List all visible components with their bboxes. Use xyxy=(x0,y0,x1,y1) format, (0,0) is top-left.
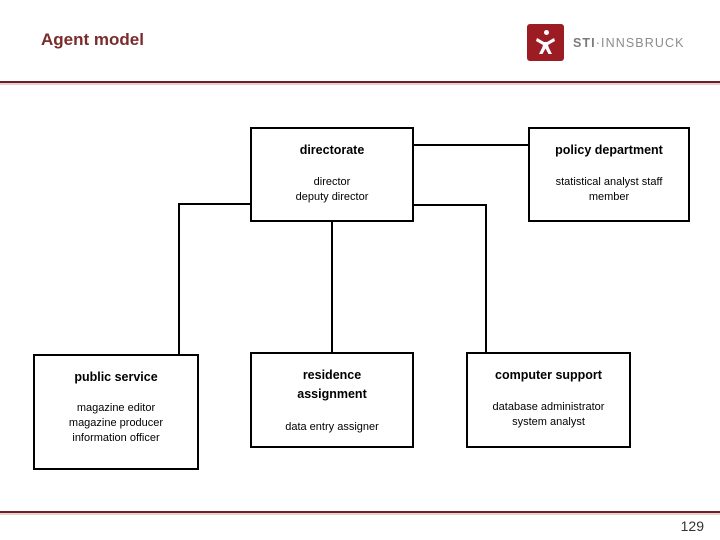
node-residence-assignment-title: residence assignment xyxy=(297,368,367,401)
figure-head-shape xyxy=(544,30,549,35)
node-directorate-roles: director deputy director xyxy=(295,176,369,203)
sti-figure-mark-icon xyxy=(527,24,564,61)
footer-divider-accent xyxy=(0,513,720,515)
header-divider-accent xyxy=(0,83,720,85)
slide-header: Agent model STI·INNSBRUCK xyxy=(0,0,720,85)
page-number: 129 xyxy=(680,518,704,534)
node-residence-assignment-roles: data entry assigner xyxy=(285,421,379,433)
header-divider-line xyxy=(0,81,720,83)
brand-wordmark-sti: STI xyxy=(573,35,596,50)
node-residence-assignment[interactable]: residence assignment data entry assigner xyxy=(250,352,414,448)
page-title: Agent model xyxy=(41,30,144,49)
node-public-service-roles: magazine editor magazine producer inform… xyxy=(68,402,164,444)
node-public-service[interactable]: public service magazine editor magazine … xyxy=(33,354,199,470)
connector-directorate-left-horizontal xyxy=(178,203,252,205)
brand-logo: STI·INNSBRUCK xyxy=(527,24,685,61)
brand-wordmark: STI·INNSBRUCK xyxy=(573,36,685,50)
brand-wordmark-separator: · xyxy=(595,35,602,50)
node-policy-department-roles: statistical analyst staff member xyxy=(555,176,663,203)
figure-body-shape xyxy=(536,38,555,54)
connector-public-service-vertical xyxy=(178,203,180,355)
node-policy-department-title: policy department xyxy=(555,143,663,157)
node-computer-support-title: computer support xyxy=(495,368,602,382)
agent-model-org-chart: directorate director deputy director pol… xyxy=(0,84,720,511)
node-policy-department[interactable]: policy department statistical analyst st… xyxy=(528,127,690,222)
node-directorate-title: directorate xyxy=(299,143,365,157)
connector-directorate-to-policy-department xyxy=(412,144,530,146)
connector-computer-support-vertical xyxy=(485,204,487,352)
brand-wordmark-innsbruck: INNSBRUCK xyxy=(601,35,685,50)
footer-divider-line xyxy=(0,511,720,513)
node-directorate[interactable]: directorate director deputy director xyxy=(250,127,414,222)
node-computer-support-roles: database administrator system analyst xyxy=(492,401,605,428)
connector-residence-assignment-vertical xyxy=(331,220,333,352)
node-computer-support[interactable]: computer support database administrator … xyxy=(466,352,631,448)
node-public-service-title: public service xyxy=(74,370,158,384)
connector-directorate-right-horizontal xyxy=(412,204,487,206)
